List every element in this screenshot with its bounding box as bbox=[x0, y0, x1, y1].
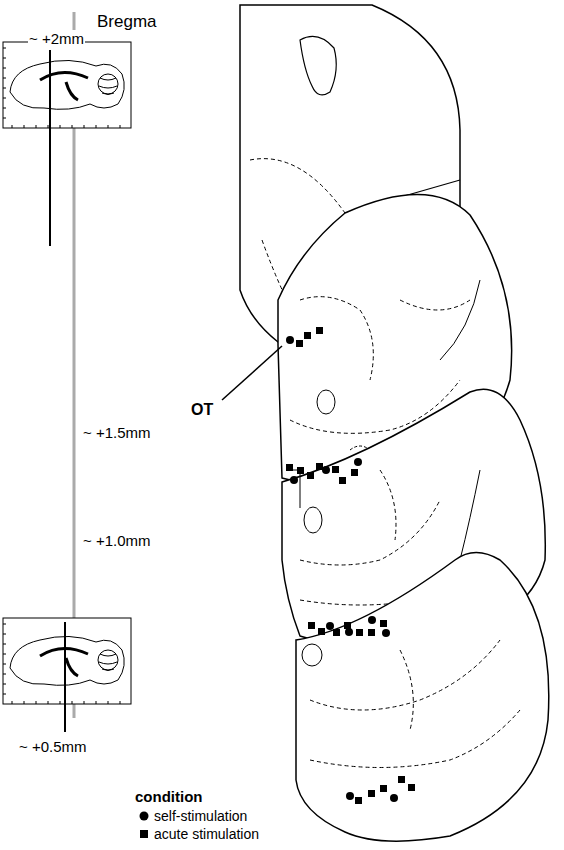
section-line bbox=[64, 622, 66, 732]
position-label: ~ +1.0mm bbox=[82, 532, 152, 549]
coronal-section bbox=[296, 553, 549, 842]
leader-line bbox=[222, 346, 282, 400]
position-label: ~ +0.5mm bbox=[18, 738, 88, 755]
position-label: ~ +1.5mm bbox=[82, 424, 152, 441]
region-label: OT bbox=[190, 401, 214, 419]
bregma-label: Bregma bbox=[96, 12, 158, 32]
legend-swatch bbox=[140, 830, 148, 838]
legend-text: self-stimulation bbox=[154, 808, 247, 824]
legend-swatch bbox=[140, 812, 149, 821]
electrode-sites bbox=[286, 327, 415, 804]
sagittal-inset bbox=[3, 618, 131, 704]
sagittal-inset bbox=[3, 42, 131, 128]
legend-text: acute stimulation bbox=[154, 826, 259, 842]
section-line bbox=[49, 50, 51, 246]
legend-title: condition bbox=[134, 788, 204, 805]
position-label: ~ +2mm bbox=[28, 30, 85, 47]
